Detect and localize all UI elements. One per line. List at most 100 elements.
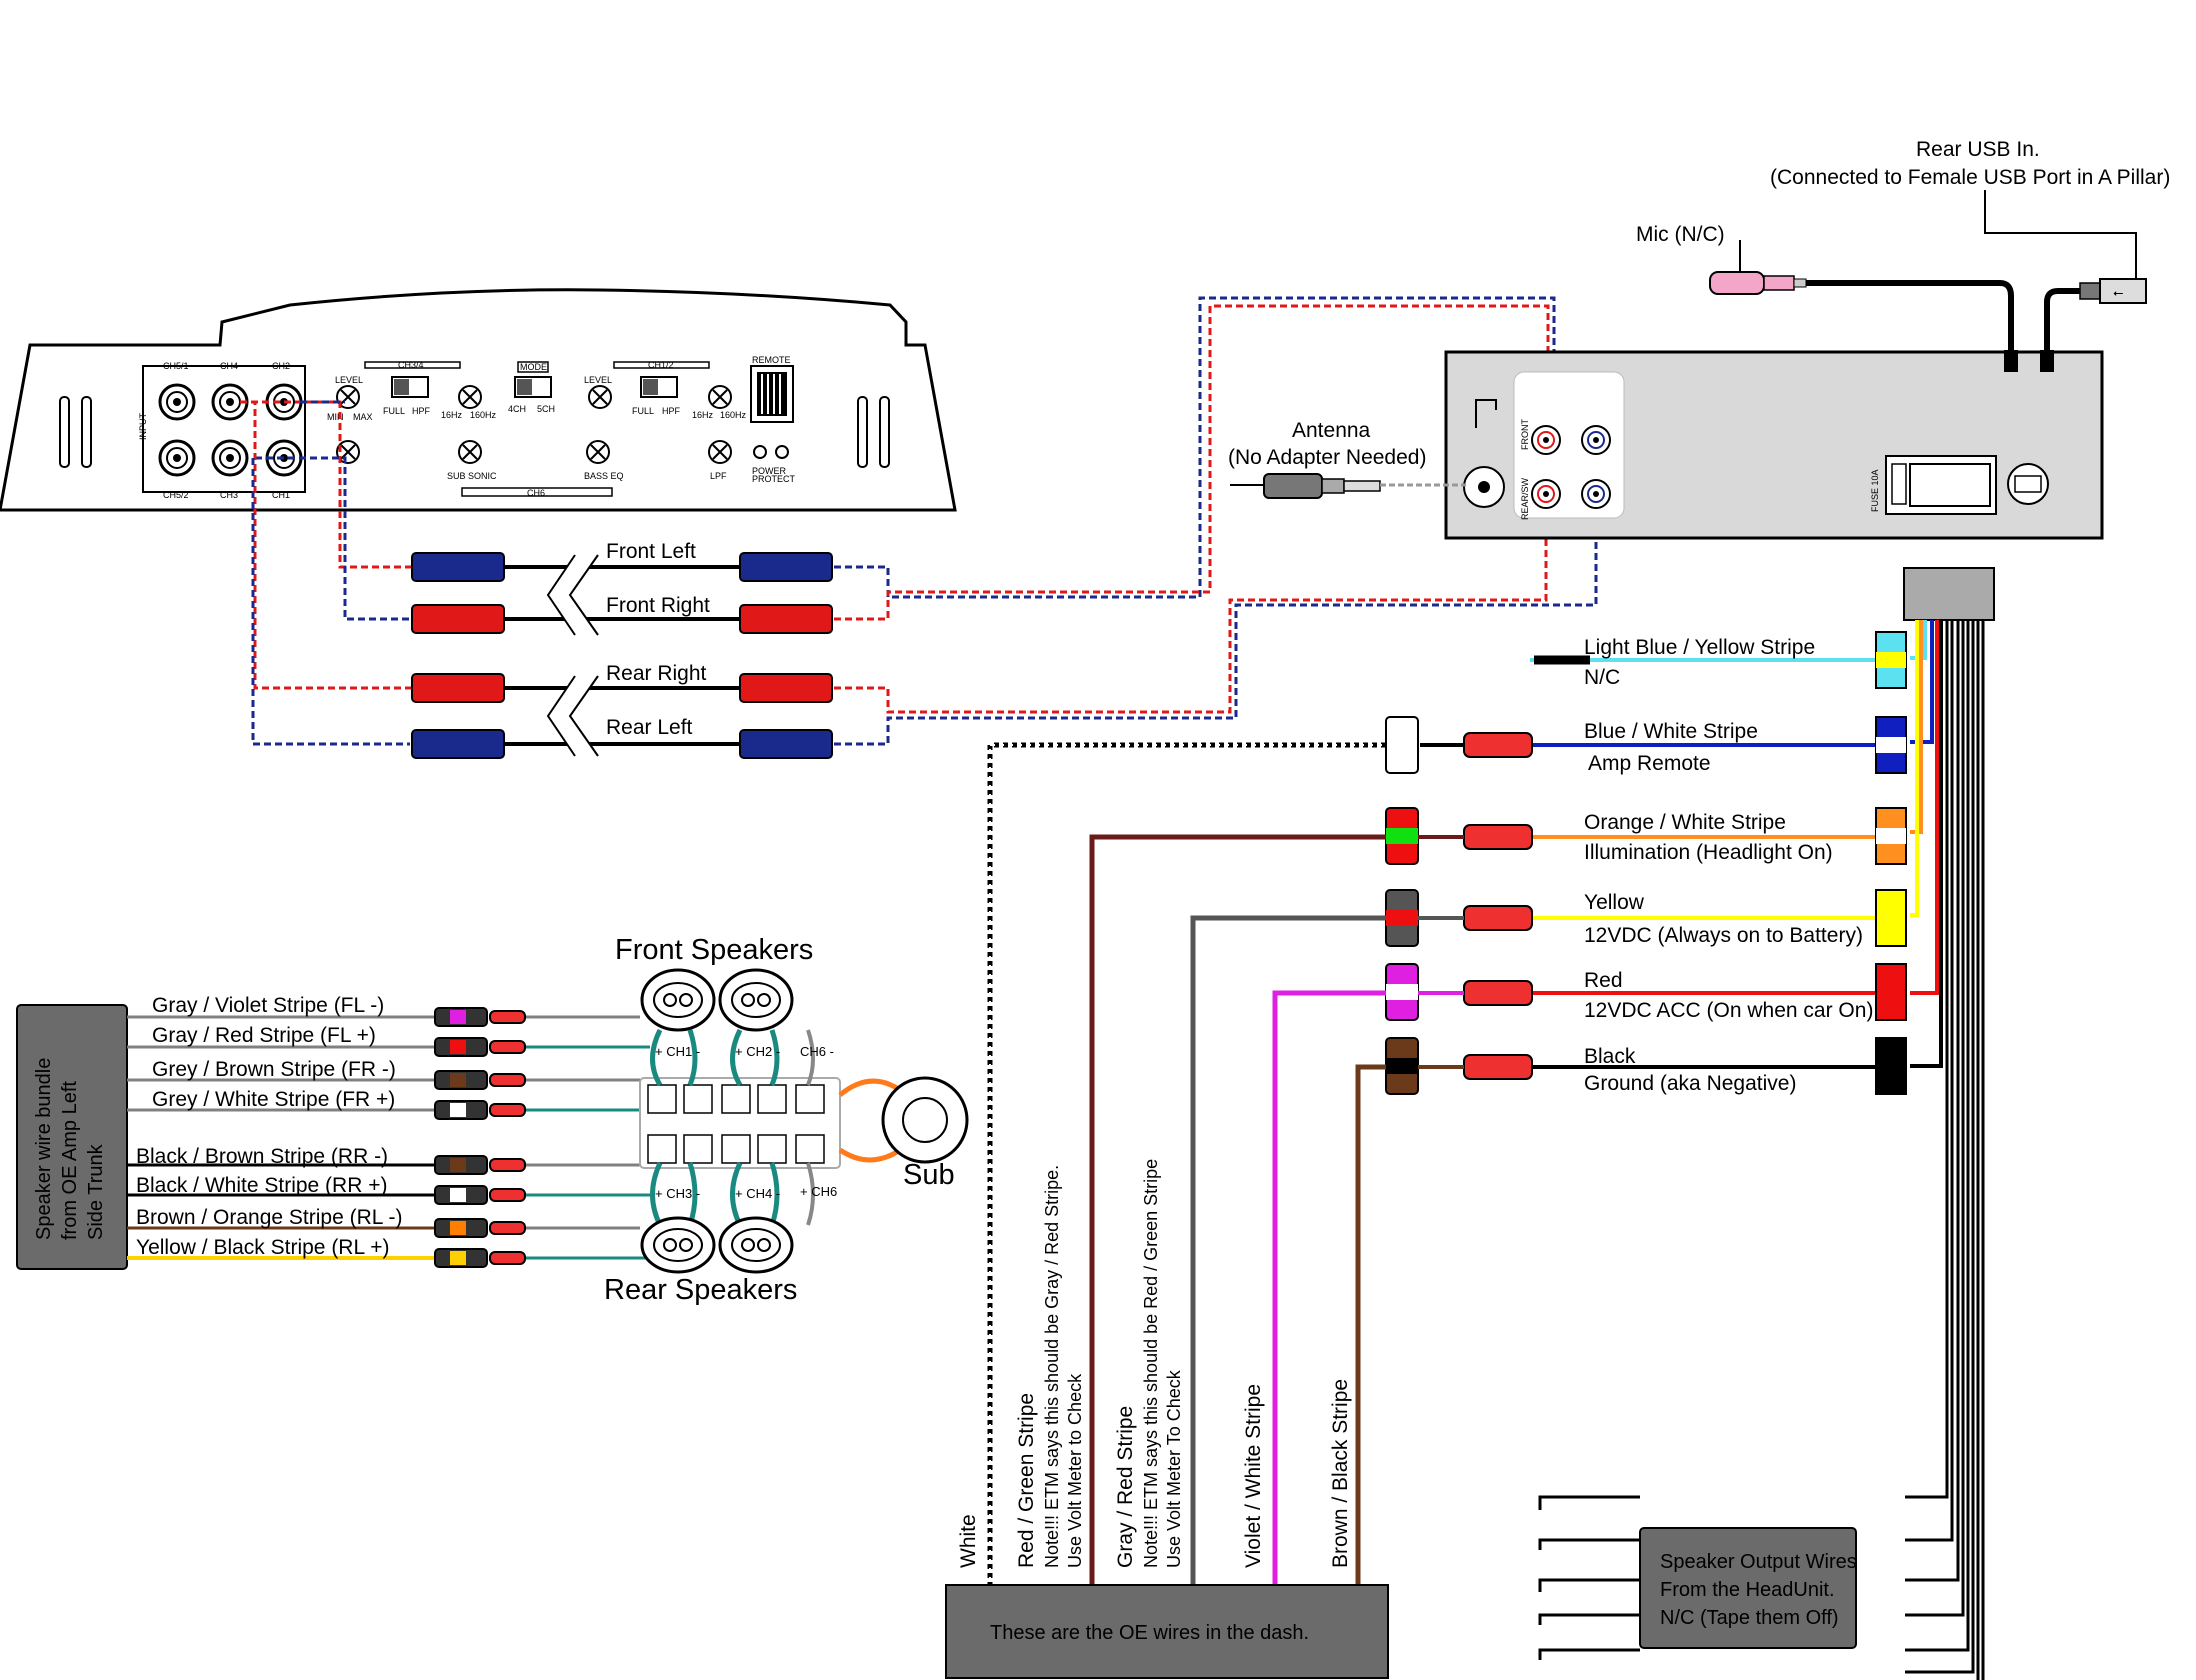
rca-solid-cables [505,565,740,746]
amp-section-label: CH1/2 [648,360,674,370]
oe-wire-label-brown-black: Brown / Black Stripe [1329,1379,1352,1568]
speaker-wire-label: Brown / Orange Stripe (RL -) [136,1206,402,1229]
rca-label-rear-right: Rear Right [606,662,707,685]
speaker-bundle-text: from OE Amp Left [59,1081,81,1240]
speaker-wire-label: Gray / Red Stripe (FL +) [152,1024,376,1047]
harness-color-label: Light Blue / Yellow Stripe [1584,636,1815,659]
head-unit-front-label: FRONT [1520,419,1530,450]
amp-section-label: MODE [520,362,547,372]
amp-small-label: BASS EQ [584,471,624,481]
rca-label-rear-left: Rear Left [606,716,693,739]
ch4-label: + CH4 - [735,1186,780,1201]
harness-function-label: Ground (aka Negative) [1584,1072,1796,1095]
speaker-wire-label: Black / Brown Stripe (RR -) [136,1145,388,1168]
harness-function-label: N/C [1584,666,1620,689]
oe-wire-plug [1385,716,1419,1095]
rear-speaker [640,1216,716,1274]
harness-color-label: Black [1584,1045,1636,1068]
oe-wire-label-white: White [957,1514,980,1568]
amp-section-label: CH3/4 [398,360,424,370]
amp-small-label: 16Hz [441,410,463,420]
butt-connector [1463,732,1533,1080]
speaker-bundle-text: Side Trunk [85,1143,107,1240]
amp-small-label: SUB SONIC [447,471,497,481]
head-unit-rear-label: REAR/SW [1520,477,1530,520]
ground-bracket-icon [1475,399,1497,428]
ch3-label: + CH3 - [655,1186,700,1201]
mic-port [2004,350,2018,372]
speaker-wire-label: Black / White Stripe (RR +) [136,1174,387,1197]
rca-plug-right [739,552,833,759]
rca-plug-left [411,552,505,759]
oe-wire-note: Use Volt Meter To Check [1164,1369,1184,1568]
oe-wire-label-red-green: Red / Green Stripe [1015,1393,1038,1568]
amp-small-label: 160Hz [720,410,747,420]
amp-small-label: 5CH [537,404,555,414]
head-unit-rca-jack [1531,479,1561,509]
amp-ch-label: CH5/2 [163,490,189,500]
amp-power-led [753,445,767,459]
speaker-wire-label: Gray / Violet Stripe (FL -) [152,994,384,1017]
fuse-label: FUSE 10A [1870,469,1880,512]
sub-connection-lines [806,1029,815,1226]
amp-input-jack [158,383,196,421]
speaker-wire-lines [127,1015,650,1260]
harness-connector [1538,567,1995,1680]
amp-ch-label: CH5/1 [163,361,189,371]
amp-small-label: MAX [353,412,373,422]
sub-label: Sub [903,1159,955,1191]
antenna-label: Antenna [1292,419,1371,442]
amp-section-label: REMOTE [752,355,791,365]
mic-cable [1709,240,2014,355]
amp-vent [857,396,868,468]
antenna-cable [1230,473,1466,499]
harness-function-label: 12VDC (Always on to Battery) [1584,924,1863,947]
ch6-bot-label: + CH6 [800,1184,837,1199]
oe-wire-note: Note!!! ETM says this should be Red / Gr… [1141,1159,1161,1568]
harness-function-label: Illumination (Headlight On) [1584,841,1833,864]
amp-input-jack [211,439,249,477]
oe-wire-label-gray-red: Gray / Red Stripe [1114,1406,1137,1568]
usb-port [2040,350,2054,372]
rca-label-front-left: Front Left [606,540,696,563]
cable-break-mark [546,554,599,757]
oe-wire-label-violet-white: Violet / White Stripe [1242,1384,1265,1568]
amp-vent [81,396,92,468]
oe-wire-stubs [1418,835,1464,1069]
amp-vent [59,396,70,468]
harness-color-label: Red [1584,969,1623,992]
harness-color-label: Blue / White Stripe [1584,720,1758,743]
amp-ch-label: CH1 [272,490,290,500]
speaker-output-text: Speaker Output Wires [1660,1551,1857,1573]
harness-color-label: Orange / White Stripe [1584,811,1786,834]
oe-wires-box: These are the OE wires in the dash. [945,1584,1389,1679]
front-speaker [718,968,794,1032]
amp-small-label: 4CH [508,404,526,414]
head-unit: FRONT REAR/SW FUSE 10A [1444,350,2104,540]
amp-small-label: HPF [662,406,681,416]
speaker-wire-connector [434,1007,526,1268]
harness-plug [1875,631,1907,1095]
ch2-label: + CH2 - [735,1044,780,1059]
harness-wires [1420,655,1876,1069]
amp-small-label: LPF [710,471,727,481]
amp-input-jack [158,439,196,477]
amp-small-label: 160Hz [470,410,497,420]
front-speaker [640,968,716,1032]
amp-input-label: INPUT [138,412,148,440]
amp-small-label: POWER [752,466,787,476]
ch1-label: + CH1 - [655,1044,700,1059]
antenna-note: (No Adapter Needed) [1228,446,1426,469]
amplifier: CH5/1 CH4 CH2 CH5/2 CH3 CH1 INPUT CH3/4 … [0,288,957,512]
head-unit-rca-jack [1581,425,1611,455]
amp-small-label: MIN [327,412,344,422]
usb-cable: ⭠ [1984,190,2147,355]
head-unit-rca-jack [1581,479,1611,509]
oe-wire-note: Note!!! ETM says this should be Gray / R… [1042,1165,1062,1568]
harness-function-label: Amp Remote [1588,752,1711,775]
rca-label-front-right: Front Right [606,594,710,617]
head-unit-rca-jack [1531,425,1561,455]
sub-wire [838,1078,902,1163]
oe-wires [987,742,1386,1585]
